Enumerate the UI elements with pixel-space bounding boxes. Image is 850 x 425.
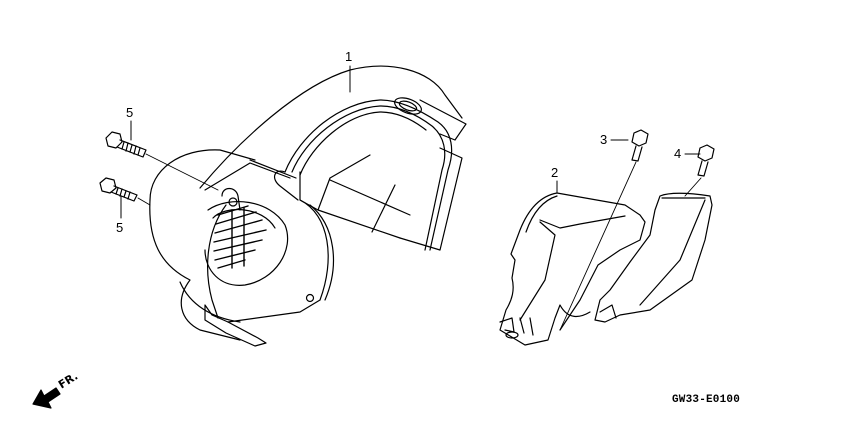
- callout-label-3: 3: [600, 132, 608, 147]
- bolt-part-5-lower: [100, 178, 150, 205]
- callout-label-2: 2: [551, 165, 559, 180]
- leader-lines: [121, 66, 700, 218]
- bolt-part-4: [685, 145, 714, 196]
- bolt-part-3: [560, 130, 648, 330]
- fan-shroud-part-1: [150, 66, 466, 346]
- front-direction-arrow-icon: [33, 388, 60, 408]
- callout-label-5-upper: 5: [126, 105, 134, 120]
- cover-part-4: [595, 193, 712, 322]
- callout-label-1: 1: [345, 49, 353, 64]
- bolt-part-5-upper: [106, 132, 218, 190]
- diagram-code: GW33-E0100: [672, 394, 741, 406]
- cover-part-2: [500, 193, 645, 345]
- callout-label-4: 4: [674, 146, 682, 161]
- callout-label-5-lower: 5: [116, 220, 124, 235]
